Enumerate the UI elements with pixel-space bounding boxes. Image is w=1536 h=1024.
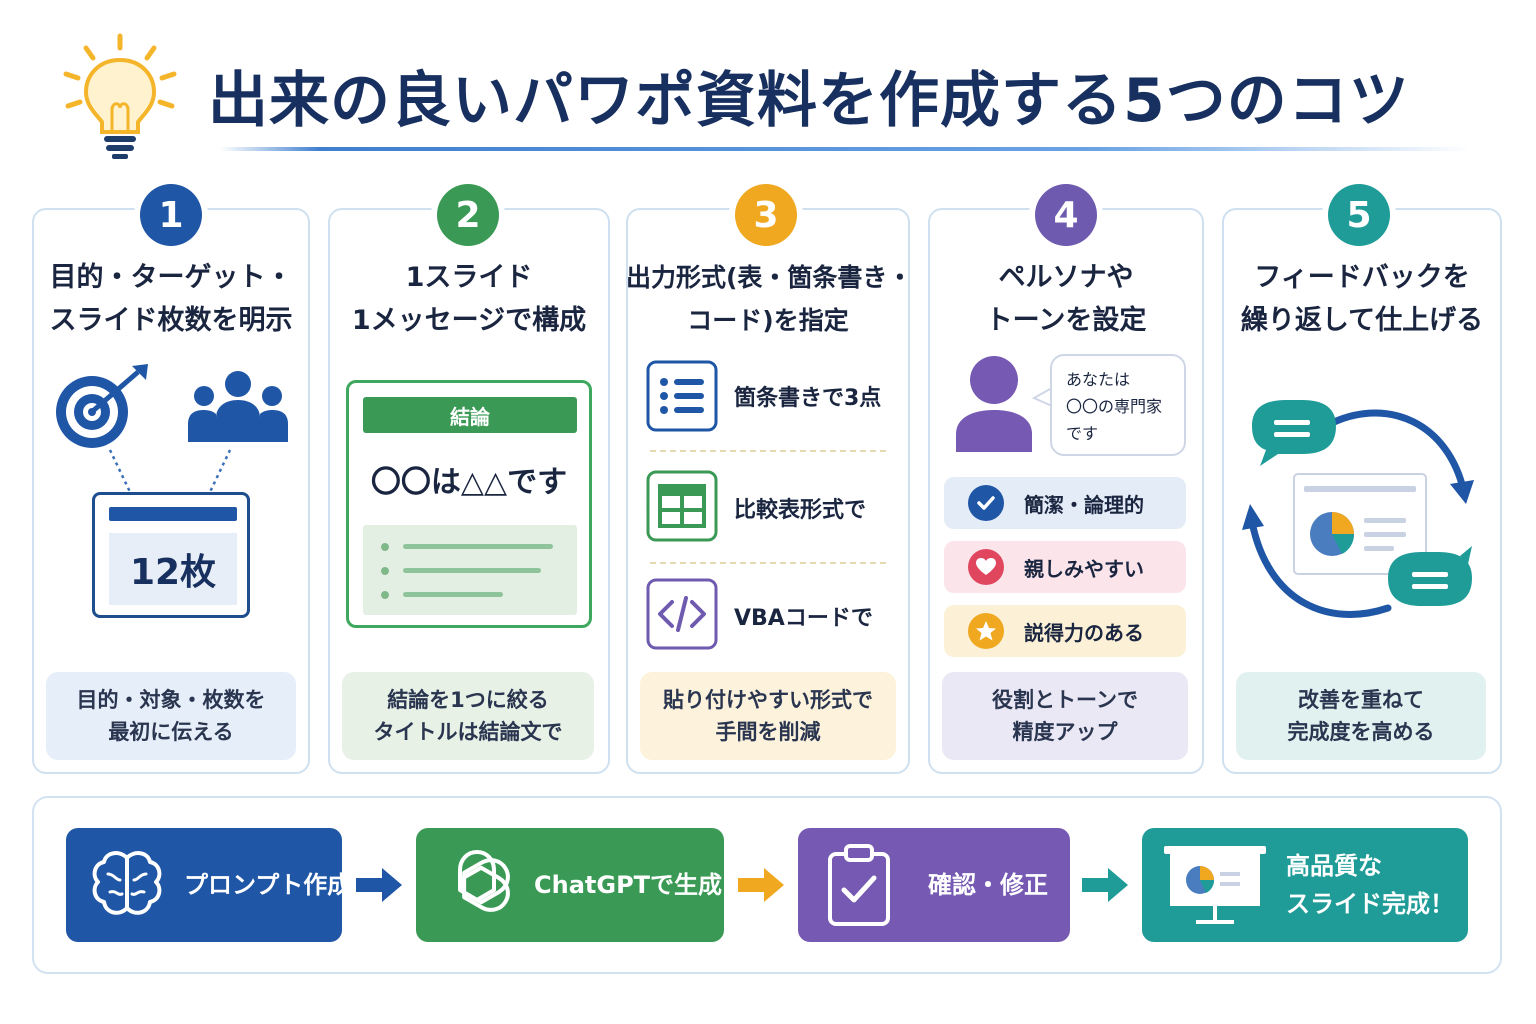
tip-title-2-line-2: 1メッセージで構成 [351,305,587,336]
tone-label: 簡潔・論理的 [1024,492,1144,517]
bubble-line-1: あなたは [1066,370,1131,389]
code-icon [646,578,718,650]
tip-title-4: ペルソナや トーンを設定 [928,256,1204,342]
slide-title-bar [109,507,237,521]
tip-summary-3: 貼り付けやすい形式で 手間を削減 [640,672,896,760]
bullet-line [403,568,541,573]
target-icon [56,364,148,448]
tip-summary-2-line-2: タイトルは結論文で [373,720,563,744]
one-message-slide-illustration: 結論 〇〇は△△です [346,380,592,628]
tip-title-5-line-1: フィードバックを [1254,262,1470,293]
flow-arrow-3 [1082,868,1128,902]
format-code: VBAコードで [734,606,873,631]
tip-summary-2-line-1: 結論を1つに絞る [387,688,549,712]
tip-summary-2: 結論を1つに絞る タイトルは結論文で [342,672,594,760]
tip-summary-5-line-1: 改善を重ねて [1298,688,1424,712]
header: 出来の良いパワポ資料を作成する5つのコツ [0,0,1536,170]
tip-title-5: フィードバックを 繰り返して仕上げる [1222,256,1502,342]
feedback-cycle-icon [1242,400,1474,618]
connector-lines [108,449,232,493]
presentation-screen-icon [1164,846,1266,924]
tone-label: 親しみやすい [1024,556,1144,581]
flow-step-label: プロンプト作成 [184,871,352,899]
page-title: 出来の良いパワポ資料を作成する5つのコツ [208,66,1410,136]
tip-title-5-line-2: 繰り返して仕上げる [1240,305,1484,336]
format-bullets: 箇条書きで3点 [734,386,882,411]
tone-option-friendly: 親しみやすい [944,541,1186,593]
openai-logo-icon [458,850,510,912]
tone-label: 説得力のある [1024,620,1144,645]
flow-step-review: 確認・修正 [798,828,1070,942]
tip-summary-4-line-2: 精度アップ [1012,720,1118,744]
flow-step-complete: 高品質な スライド完成！ [1142,828,1468,942]
flow-step-label: ChatGPTで生成 [534,871,723,899]
flow-step-prompt: プロンプト作成 [66,828,351,942]
format-table: 比較表形式で [734,498,867,523]
bullet-dot [381,567,389,575]
flow-step-label: 高品質な [1286,852,1382,880]
flow-arrow-2 [738,868,784,902]
tip-number-3: 3 [735,184,797,246]
tip-title-3-line-2: コード)を指定 [687,306,849,335]
tip-title-2: 1スライド 1メッセージで構成 [328,256,610,342]
speech-bubble-tail [1032,387,1053,407]
flow-arrow-1 [356,868,402,902]
table-icon [646,470,718,542]
slide-count-illustration: 12枚 [92,492,250,618]
conclusion-header: 結論 [363,397,577,433]
bullet-line [403,544,553,549]
tip-summary-4-line-1: 役割とトーンで [992,688,1138,712]
slide-count: 12枚 [109,533,237,605]
tip-number-5: 5 [1328,184,1390,246]
check-circle-icon [968,485,1004,521]
supporting-points [363,525,577,615]
flow-step-generate: ChatGPTで生成 [416,828,724,942]
divider [650,450,886,452]
bullet-dot [381,591,389,599]
key-message: 〇〇は△△です [370,465,568,500]
tone-option-concise: 簡潔・論理的 [944,477,1186,529]
lightbulb-icon [63,33,177,159]
tip-summary-5-line-2: 完成度を高める [1287,720,1435,744]
divider [650,562,886,564]
tip-summary-5: 改善を重ねて 完成度を高める [1236,672,1486,760]
tip-title-4-line-2: トーンを設定 [985,305,1147,336]
clipboard-check-icon [828,844,890,926]
tip-summary-1-line-1: 目的・対象・枚数を [76,688,266,712]
tip-number-1: 1 [140,184,202,246]
star-icon [968,613,1004,649]
title-underline [220,147,1472,151]
people-icon [188,371,288,442]
tip-title-2-line-1: 1スライド [405,262,533,293]
tone-option-persuasive: 説得力のある [944,605,1186,657]
tip-summary-1: 目的・対象・枚数を 最初に伝える [46,672,296,760]
tip-summary-3-line-2: 手間を削減 [715,720,821,744]
tip-number-2: 2 [437,184,499,246]
tip-title-3-line-1: 出力形式(表・箇条書き・ [626,263,913,292]
bubble-line-3: です [1066,424,1099,443]
heart-icon [968,549,1004,585]
flow-step-label: スライド完成！ [1286,890,1454,918]
bubble-line-2: 〇〇の専門家 [1066,397,1163,416]
bullet-dot [381,543,389,551]
tip-number-4: 4 [1035,184,1097,246]
tip-title-1-line-2: スライド枚数を明示 [49,305,293,336]
bullet-list-icon [646,360,718,432]
persona-speech-bubble: あなたは 〇〇の専門家 です [1050,354,1186,456]
tip-title-3: 出力形式(表・箇条書き・ コード)を指定 [626,256,913,342]
brain-icon [92,851,162,915]
flow-step-label: 確認・修正 [928,871,1048,899]
tip-summary-1-line-2: 最初に伝える [108,720,234,744]
tip-title-1-line-1: 目的・ターゲット・ [49,262,293,293]
tip-summary-4: 役割とトーンで 精度アップ [942,672,1188,760]
persona-avatar-icon [956,356,1032,452]
tip-summary-3-line-1: 貼り付けやすい形式で [663,688,873,712]
tip-title-1: 目的・ターゲット・ スライド枚数を明示 [32,256,310,342]
tip-title-4-line-1: ペルソナや [998,262,1134,293]
bullet-line [403,592,503,597]
